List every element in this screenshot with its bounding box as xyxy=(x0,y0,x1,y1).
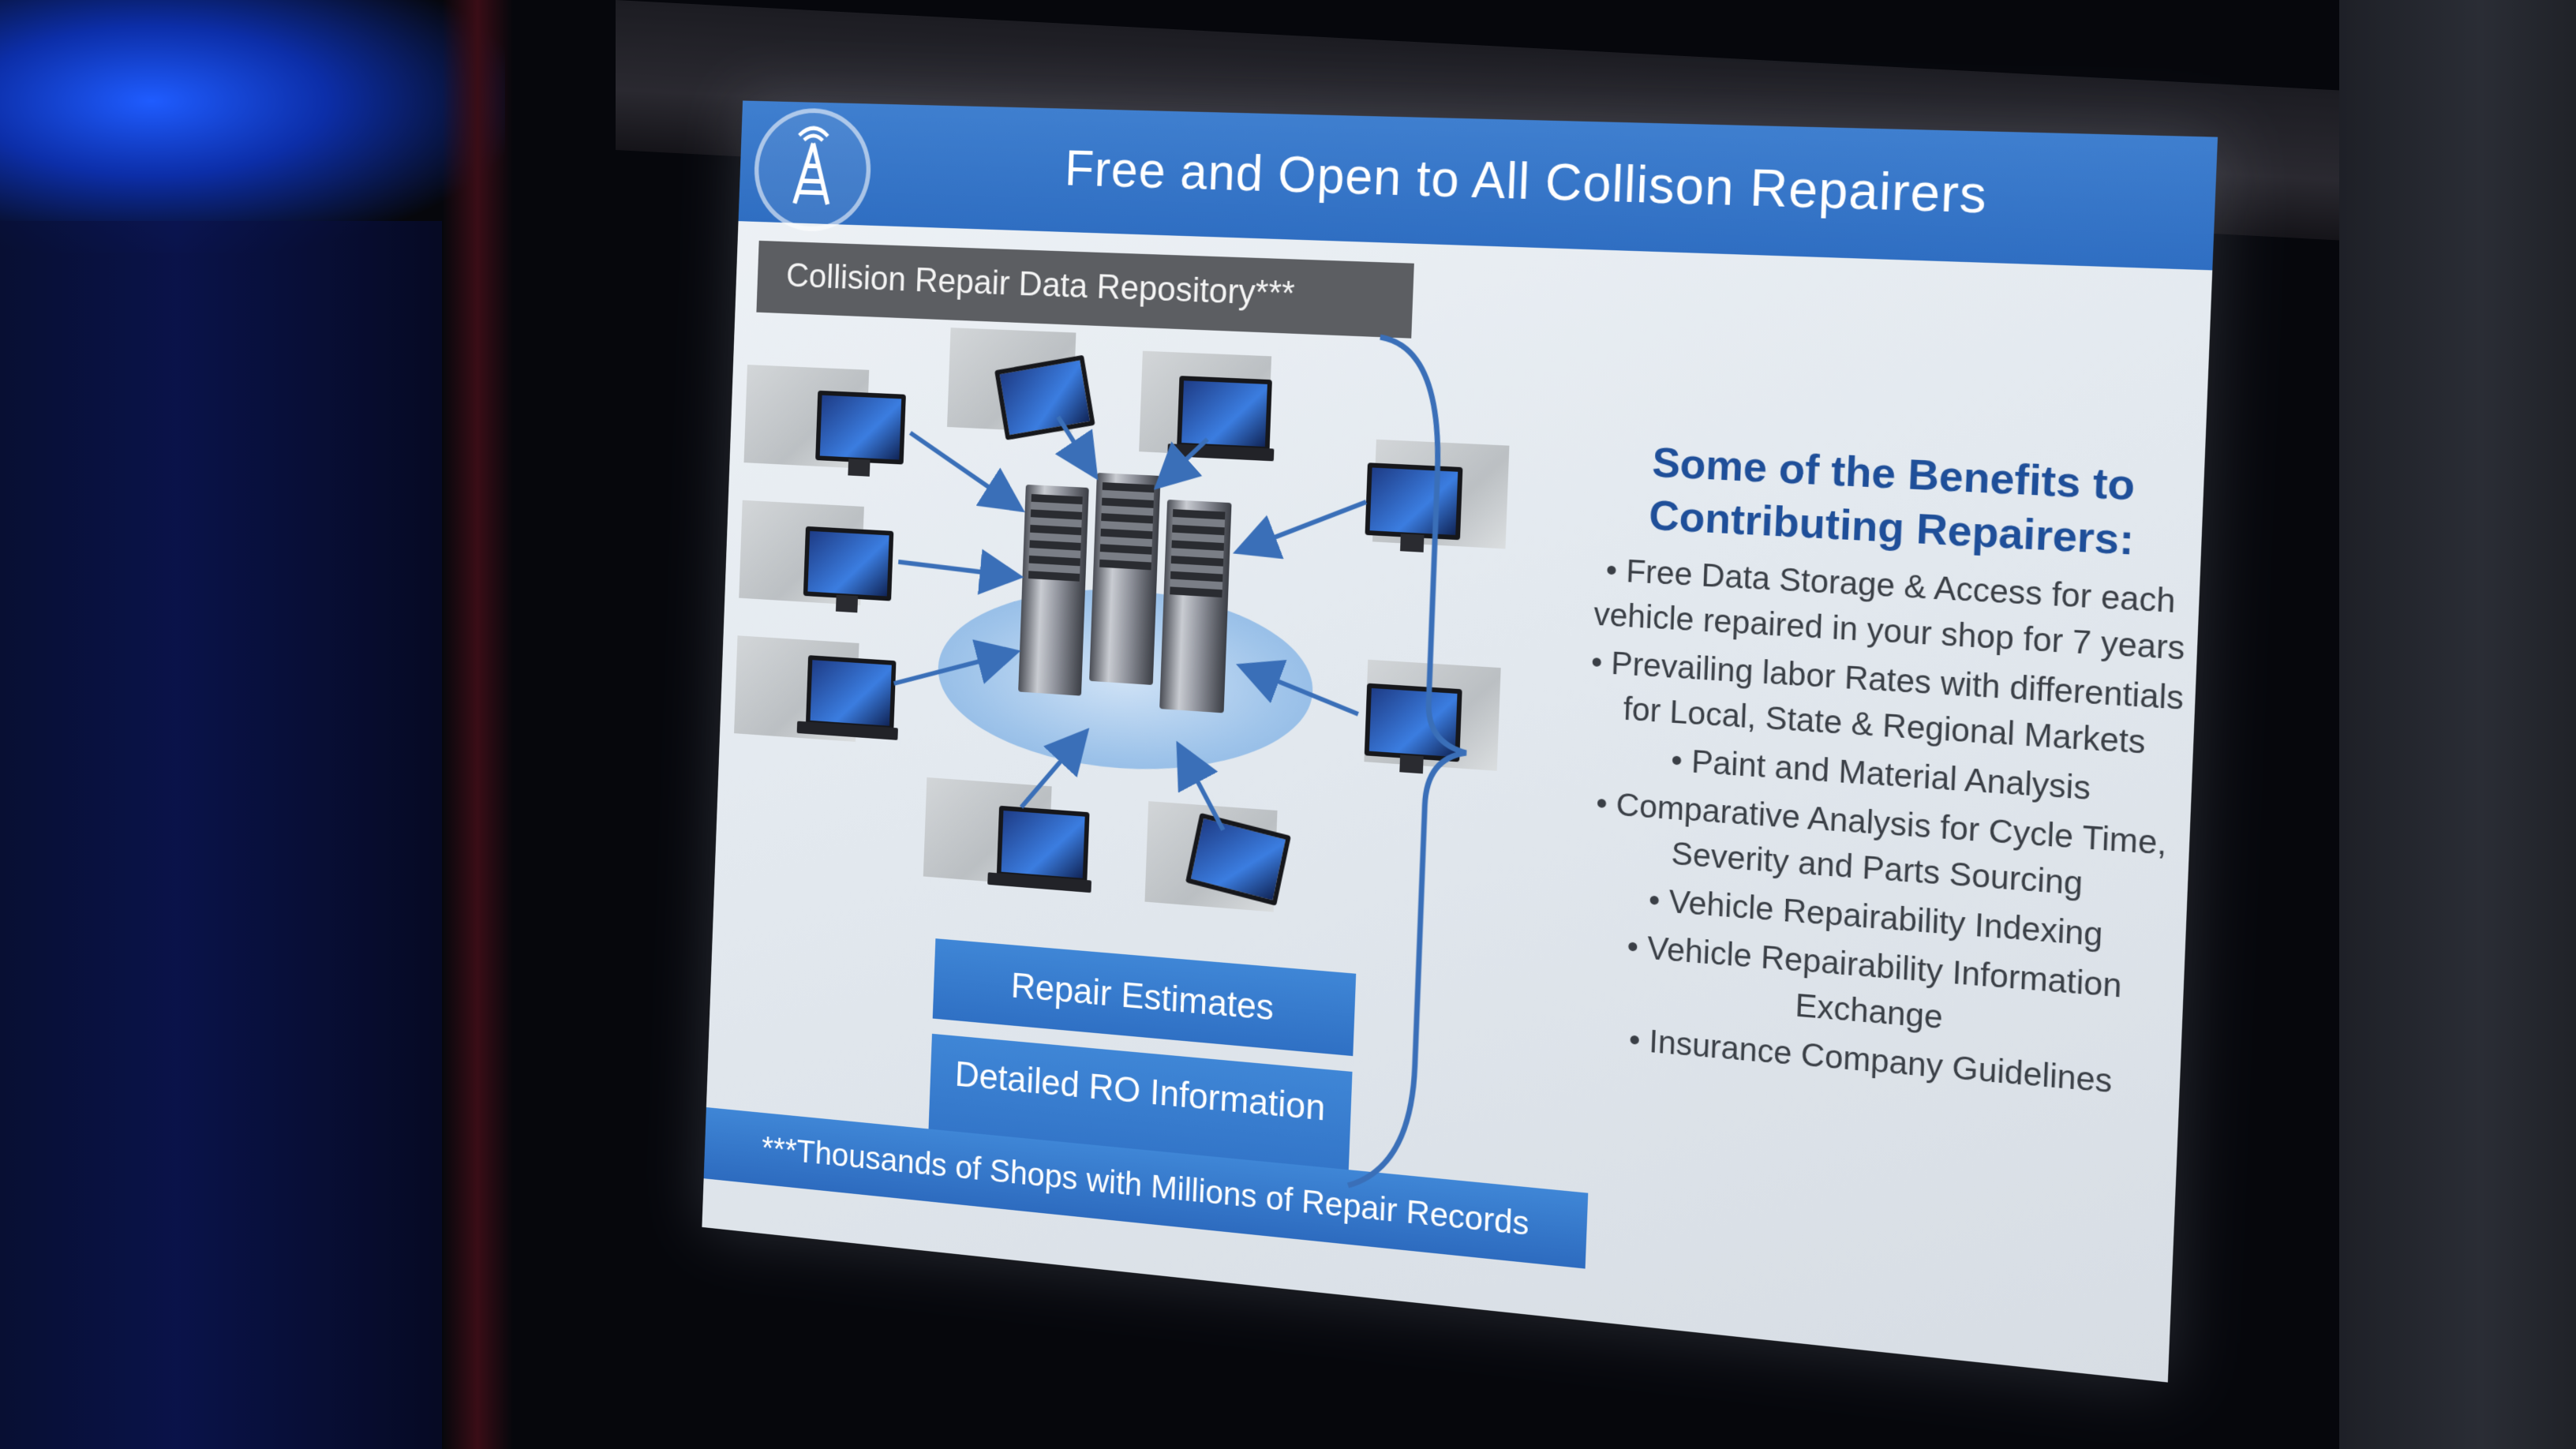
benefits-panel: Some of the Benefits to Contributing Rep… xyxy=(1573,434,2196,1114)
radio-tower-icon xyxy=(752,107,873,234)
projection-screen: Free and Open to All Collison Repairers … xyxy=(679,118,2162,1302)
stage-curtain xyxy=(0,221,442,1449)
benefits-list: Free Data Storage & Access for each vehi… xyxy=(1574,547,2192,1110)
right-wall xyxy=(2339,0,2576,1449)
benefits-heading: Some of the Benefits to Contributing Rep… xyxy=(1648,439,2136,565)
stage-blue-light xyxy=(0,0,505,253)
screen-frame-edge xyxy=(442,0,513,1449)
slide: Free and Open to All Collison Repairers … xyxy=(702,100,2218,1382)
